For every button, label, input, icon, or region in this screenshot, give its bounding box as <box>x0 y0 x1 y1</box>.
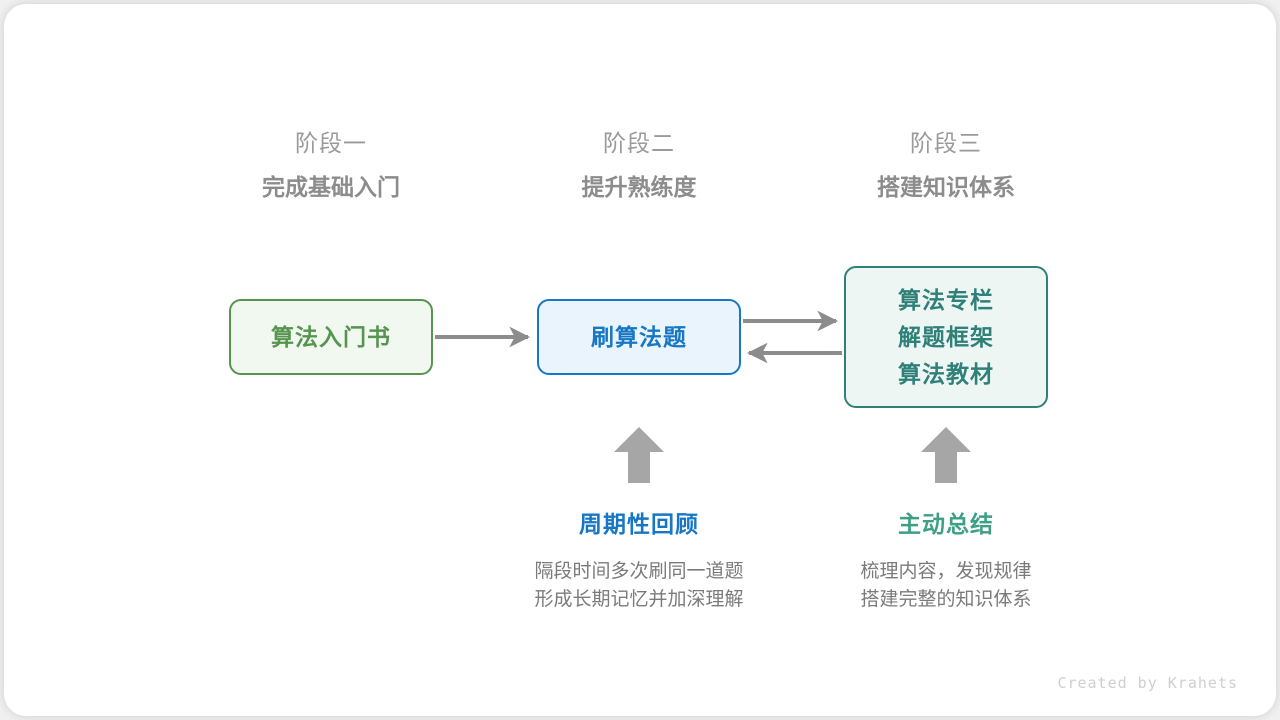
node-resources-line-2: 解题框架 <box>898 323 994 350</box>
node-practice-problems[interactable]: 刷算法题 <box>537 299 741 375</box>
node-learning-resources[interactable]: 算法专栏 解题框架 算法教材 <box>844 266 1048 408</box>
stage-title-2: 提升熟练度 <box>581 174 697 200</box>
sub-block-review-desc-line-2: 形成长期记忆并加深理解 <box>534 589 744 610</box>
stage-number-1: 阶段一 <box>295 130 367 156</box>
sub-block-review-title: 周期性回顾 <box>579 511 699 537</box>
stage-heading-1: 阶段一 完成基础入门 <box>201 128 461 204</box>
stage-title-3: 搭建知识体系 <box>877 174 1015 200</box>
stage-title-1: 完成基础入门 <box>262 174 400 200</box>
sub-block-active-summary: 主动总结 梳理内容，发现规律 搭建完整的知识体系 <box>796 508 1096 614</box>
node-resources-line-3: 算法教材 <box>898 360 994 387</box>
sub-block-periodic-review: 周期性回顾 隔段时间多次刷同一道题 形成长期记忆并加深理解 <box>489 508 789 614</box>
node-practice-label: 刷算法题 <box>591 323 687 350</box>
stage-number-3: 阶段三 <box>910 130 982 156</box>
stage-heading-3: 阶段三 搭建知识体系 <box>816 128 1076 204</box>
sub-block-summary-desc-line-1: 梳理内容，发现规律 <box>860 561 1032 582</box>
watermark-credit: Created by Krahets <box>1057 674 1238 692</box>
sub-block-summary-title: 主动总结 <box>898 511 994 537</box>
sub-block-summary-desc-line-2: 搭建完整的知识体系 <box>860 589 1032 610</box>
node-resources-line-1: 算法专栏 <box>898 286 994 313</box>
sub-block-review-desc-line-1: 隔段时间多次刷同一道题 <box>534 561 744 582</box>
node-algorithm-intro-book[interactable]: 算法入门书 <box>229 299 433 375</box>
node-book-label: 算法入门书 <box>271 323 391 350</box>
stage-heading-2: 阶段二 提升熟练度 <box>509 128 769 204</box>
stage-number-2: 阶段二 <box>603 130 675 156</box>
